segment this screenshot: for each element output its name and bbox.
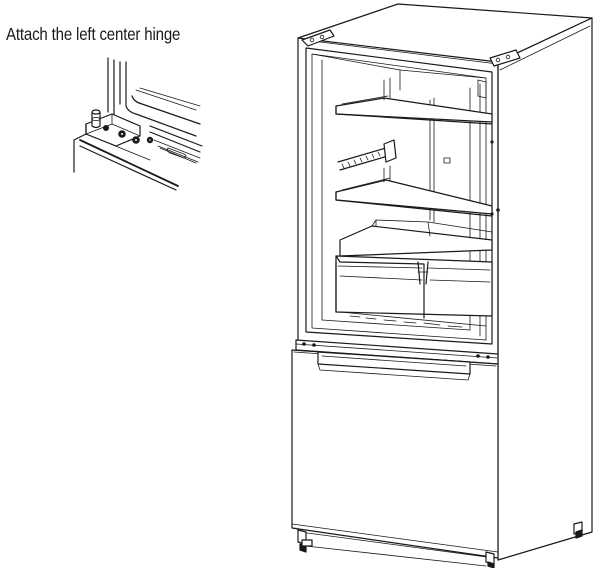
refrigerator-illustration — [291, 3, 593, 568]
top-hinges — [301, 29, 521, 67]
crisper-drawers — [335, 255, 493, 319]
hinge-detail-inset — [73, 57, 203, 191]
freezer-top-edge — [73, 133, 179, 191]
freezer-drawer — [291, 349, 499, 559]
shelf-upper — [335, 77, 493, 125]
cabinet-frame-lines — [107, 57, 203, 164]
right-edge-hardware — [490, 140, 500, 216]
crisper-cover — [339, 219, 493, 257]
base-feet — [297, 521, 593, 568]
shelf-middle — [335, 165, 493, 217]
hinge-caption: Attach the left center hinge — [6, 24, 181, 44]
hinge-bracket — [85, 109, 154, 147]
shelf-bracket — [337, 139, 397, 171]
fresh-food-bottom-rail — [339, 311, 487, 328]
